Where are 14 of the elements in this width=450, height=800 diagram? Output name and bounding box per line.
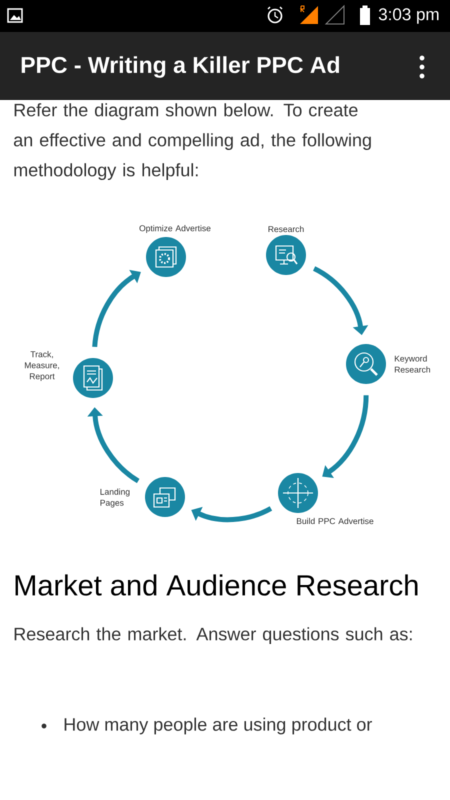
cycle-arrow	[92, 270, 141, 348]
step-label: Optimize Advertise	[140, 225, 210, 233]
step-label: Build PPC Advertise	[296, 518, 374, 524]
step-label: Landing Pages	[100, 488, 130, 508]
paragraph: Refer the diagram shown below. To create an effective and compelling ad, the following methodology is helpful:	[14, 103, 371, 180]
cycle-arrow	[322, 395, 369, 478]
step-label: Keyword Research	[394, 355, 430, 373]
section-heading: Market and Audience Research	[16, 574, 418, 596]
status-time: 3:03 pm	[378, 8, 438, 24]
app-bar: PPC - Writing a Killer PPC Ad	[0, 32, 450, 100]
step-label: Track, Measure, Report	[24, 351, 59, 381]
step-label: Research	[268, 226, 304, 232]
paragraph: Research the market. Answer questions such as:	[14, 627, 412, 644]
bullet-item: How many people are using product or	[42, 718, 372, 734]
